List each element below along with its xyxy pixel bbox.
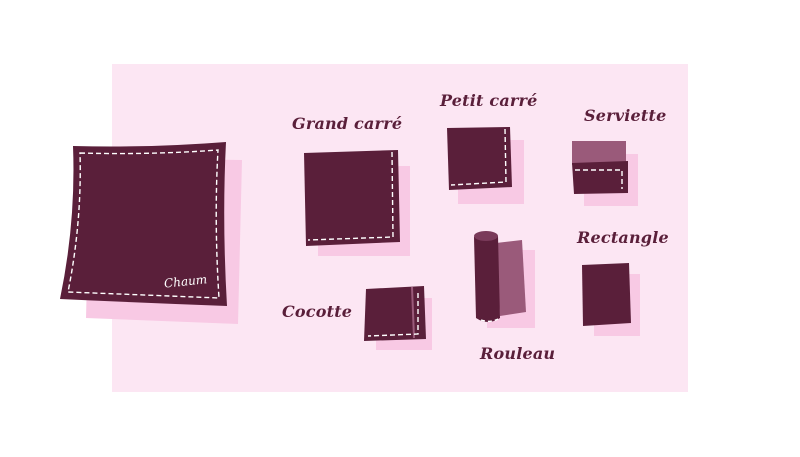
rouleau-roll-end: [474, 231, 498, 241]
label-serviette: Serviette: [584, 106, 667, 125]
fold-rouleau: [474, 231, 535, 328]
signature: Chaum: [163, 272, 207, 290]
cocotte-stitching: [367, 293, 419, 337]
unfolded-napkin-body: [60, 142, 227, 306]
label-rectangle: Rectangle: [577, 228, 669, 247]
petit-carre-stitching: [450, 128, 507, 186]
unfolded-napkin-stitching: [67, 149, 220, 299]
fold-grand-carre: [304, 150, 410, 256]
unfolded-napkin: Chaum: [60, 142, 242, 324]
rouleau-stitching: [480, 318, 499, 322]
petit-carre-body: [447, 127, 512, 190]
cocotte-body: [364, 286, 426, 341]
fold-petit-carre: [447, 127, 524, 204]
fold-rectangle: [582, 263, 640, 336]
fold-serviette: [572, 141, 638, 206]
label-grand-carre: Grand carré: [292, 114, 403, 133]
label-petit-carre: Petit carré: [440, 91, 538, 110]
grand-carre-body: [304, 150, 400, 246]
rouleau-roll: [474, 232, 500, 322]
rouleau-unrolled-flap: [496, 240, 526, 316]
serviette-body: [572, 161, 628, 194]
serviette-top-flap: [572, 141, 626, 165]
label-cocotte: Cocotte: [282, 302, 353, 321]
serviette-stitching: [575, 169, 623, 189]
cocotte-fold-edge: [411, 286, 415, 339]
label-rouleau: Rouleau: [480, 344, 556, 363]
rectangle-body: [582, 263, 631, 326]
fold-cocotte: [364, 286, 432, 350]
grand-carre-stitching: [307, 151, 394, 241]
